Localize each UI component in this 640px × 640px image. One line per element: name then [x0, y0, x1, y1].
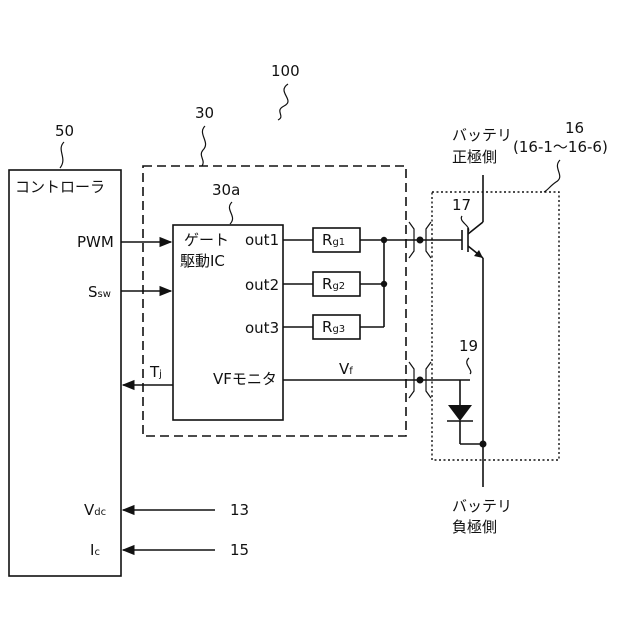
rg3-label: Rg3 — [322, 318, 345, 336]
controller-label: コントローラ — [15, 178, 105, 196]
ref-30a-leader — [229, 202, 232, 224]
vf-label: Vf — [339, 360, 353, 378]
ref-13-label: 13 — [230, 501, 249, 519]
rg2-label: Rg2 — [322, 275, 345, 293]
tj-label: Tj — [149, 363, 162, 381]
ref-50-label: 50 — [55, 122, 74, 140]
temperature-diode-icon — [448, 405, 472, 421]
ref-16-range-label: (16-1～16-6) — [513, 138, 608, 156]
battery-positive-label-line1: バッテリ — [452, 126, 512, 144]
pwm-label: PWM — [77, 233, 114, 251]
ref-19-label: 19 — [459, 337, 478, 355]
battery-negative-label-line2: 負極側 — [452, 518, 497, 536]
vdc-label: Vdc — [84, 501, 106, 519]
ref-100-leader — [278, 84, 288, 120]
ref-50-leader — [60, 142, 64, 168]
ref-17-label: 17 — [452, 196, 471, 214]
gate-ic-label-line2: 駆動IC — [180, 252, 225, 270]
gate-ic-label-line1: ゲート — [184, 231, 229, 249]
ref-19-leader — [467, 358, 471, 374]
junction-node — [381, 281, 387, 287]
ref-30-label: 30 — [195, 104, 214, 122]
gate-driver-enclosure — [143, 166, 406, 436]
ref-30-leader — [201, 126, 205, 166]
ic-label: Ic — [90, 541, 100, 559]
out1-label: out1 — [245, 231, 279, 249]
power-module-enclosure — [432, 192, 559, 460]
ref-30a-label: 30a — [212, 181, 240, 199]
ref-100-label: 100 — [271, 62, 300, 80]
ref-16-label: 16 — [565, 119, 584, 137]
vf-terminal-node — [417, 377, 424, 384]
ssw-label: Ssw — [88, 283, 111, 301]
ref-16-leader — [544, 160, 560, 192]
battery-negative-label-line1: バッテリ — [452, 497, 512, 515]
out2-label: out2 — [245, 276, 279, 294]
igbt-collector — [468, 222, 483, 234]
rg1-label: Rg1 — [322, 231, 345, 249]
out3-label: out3 — [245, 319, 279, 337]
vf-monitor-label: VFモニタ — [213, 370, 277, 388]
battery-positive-label-line2: 正極側 — [452, 148, 497, 166]
emitter-junction-node — [480, 441, 487, 448]
junction-node — [381, 237, 387, 243]
ref-15-label: 15 — [230, 541, 249, 559]
